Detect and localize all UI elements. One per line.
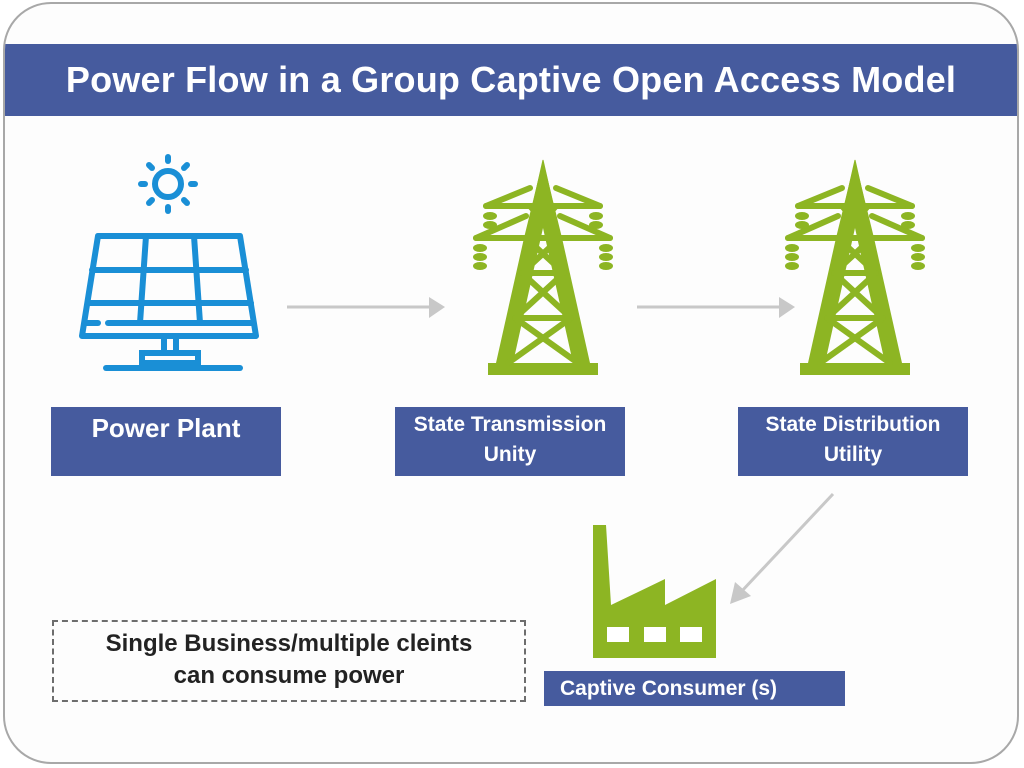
consumer-label-text: Captive Consumer (s) xyxy=(560,677,778,700)
note-box: Single Business/multiple cleints can con… xyxy=(52,620,526,702)
title-banner: Power Flow in a Group Captive Open Acces… xyxy=(5,44,1017,116)
transmission-label: State Transmission Unity xyxy=(395,407,625,476)
diagram-title: Power Flow in a Group Captive Open Acces… xyxy=(65,59,957,100)
sun-icon xyxy=(152,168,184,200)
note-line2: can consume power xyxy=(173,662,405,689)
distribution-label-line1: State Distribution xyxy=(765,413,941,436)
transmission-tower-icon xyxy=(473,159,613,375)
flow-arrow xyxy=(637,297,795,318)
distribution-label-line2: Utility xyxy=(823,443,883,466)
flow-arrow xyxy=(730,492,835,604)
flow-arrow xyxy=(287,297,445,318)
transmission-label-line1: State Transmission xyxy=(413,413,607,436)
transmission-tower-icon xyxy=(785,159,925,375)
note-line1: Single Business/multiple cleints xyxy=(105,630,473,657)
distribution-label: State Distribution Utility xyxy=(738,407,968,476)
power-plant-label-text: Power Plant xyxy=(91,413,241,443)
factory-icon xyxy=(593,525,716,658)
transmission-label-line2: Unity xyxy=(483,443,537,466)
consumer-label: Captive Consumer (s) xyxy=(544,671,845,706)
diagram-frame: Power Flow in a Group Captive Open Acces… xyxy=(3,2,1019,764)
power-plant-label: Power Plant xyxy=(51,407,281,476)
solar-panel-icon xyxy=(79,154,259,371)
